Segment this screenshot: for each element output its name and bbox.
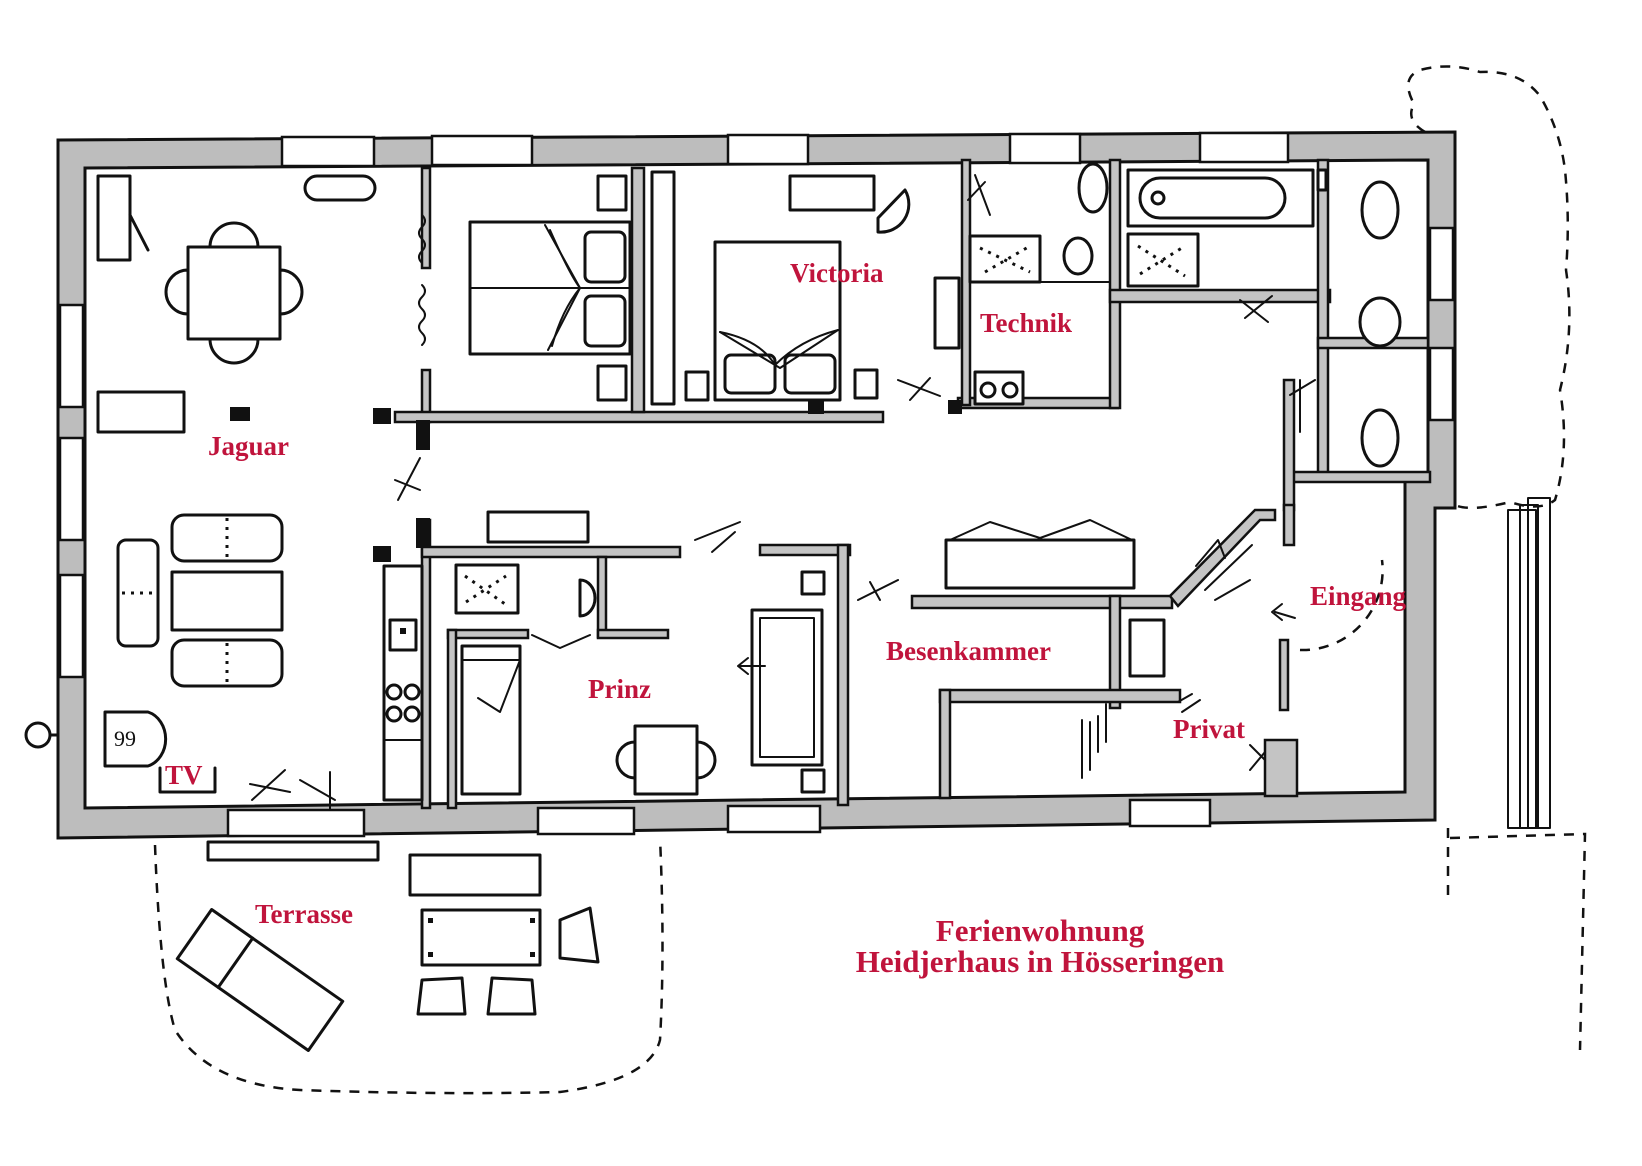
room-label-prinz: Prinz: [588, 674, 651, 704]
room-label-terrasse: Terrasse: [255, 899, 353, 929]
room-label-victoria: Victoria: [790, 258, 884, 288]
kitchen: [382, 214, 426, 802]
room-label-besenkammer: Besenkammer: [886, 636, 1051, 666]
room-label-technik: Technik: [980, 308, 1072, 338]
technik-bath: [967, 162, 1111, 406]
prinz-furniture: [454, 510, 826, 796]
svg-text:99: 99: [114, 726, 136, 751]
exterior: [153, 65, 1587, 1095]
room-label-jaguar: Jaguar: [208, 431, 289, 461]
wall-posts: [230, 400, 962, 562]
victoria-furniture: [650, 170, 961, 406]
room-label-eingang: Eingang: [1310, 581, 1407, 611]
room-label-privat: Privat: [1173, 714, 1245, 744]
plan-title-line2: Heidjerhaus in Hösseringen: [856, 944, 1225, 979]
besenkammer-eingang-furniture: [857, 519, 1384, 779]
interior-walls: [393, 158, 1432, 810]
bedroom-1-furniture: [468, 174, 632, 402]
bath-wc-furniture: [1126, 168, 1402, 468]
windows: [58, 131, 1455, 838]
plan-title-line1: Ferienwohnung: [936, 913, 1145, 948]
jaguar-furniture: 99: [24, 174, 377, 811]
room-label-tv: TV: [165, 760, 203, 790]
